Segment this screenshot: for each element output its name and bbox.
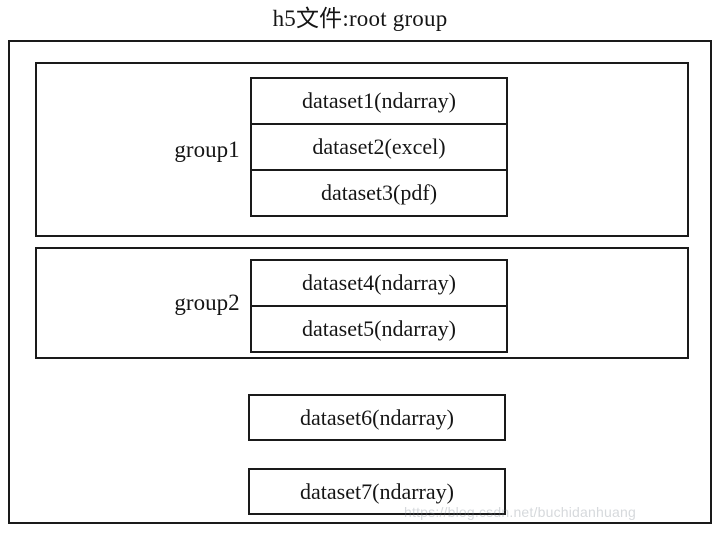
page-title: h5文件:root group — [272, 6, 448, 31]
root-group-frame: group1 dataset1(ndarray) dataset2(excel)… — [8, 40, 712, 524]
dataset-box-dataset5: dataset5(ndarray) — [250, 305, 508, 353]
group-label-group2: group2 — [174, 290, 240, 315]
group-label-group1: group1 — [174, 136, 240, 162]
dataset-box-dataset7: dataset7(ndarray) — [248, 468, 506, 515]
dataset-stack-group2: dataset4(ndarray) dataset5(ndarray) — [250, 259, 508, 353]
dataset-box-dataset2: dataset2(excel) — [250, 123, 508, 171]
dataset-box-dataset6: dataset6(ndarray) — [248, 394, 506, 441]
group-box-group2: group2 dataset4(ndarray) dataset5(ndarra… — [35, 247, 689, 359]
group-box-group1: group1 dataset1(ndarray) dataset2(excel)… — [35, 62, 689, 237]
dataset-box-dataset3: dataset3(pdf) — [250, 169, 508, 217]
dataset-stack-group1: dataset1(ndarray) dataset2(excel) datase… — [250, 77, 508, 217]
dataset-box-dataset1: dataset1(ndarray) — [250, 77, 508, 125]
dataset-box-dataset4: dataset4(ndarray) — [250, 259, 508, 307]
